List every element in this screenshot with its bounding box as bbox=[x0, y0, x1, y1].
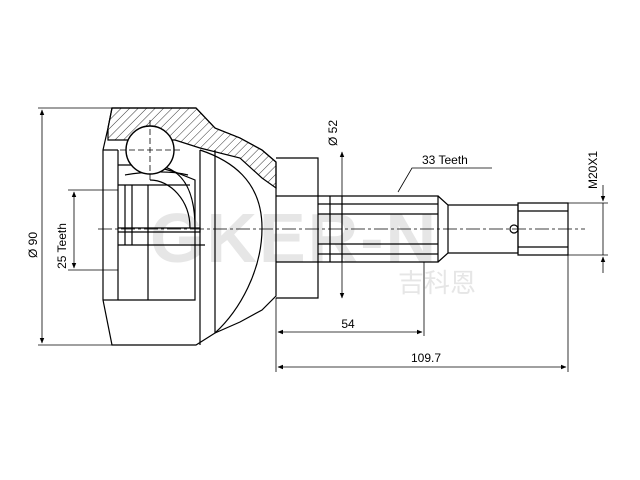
watermark-brand: GKER-N bbox=[150, 199, 438, 277]
label-length-54: 54 bbox=[341, 317, 355, 331]
label-inner-teeth: 25 Teeth bbox=[55, 223, 69, 269]
bearing-ball bbox=[120, 120, 180, 180]
housing-outline bbox=[102, 107, 277, 346]
label-length-109: 109.7 bbox=[411, 351, 441, 365]
label-outer-teeth: 33 Teeth bbox=[422, 153, 468, 167]
label-shaft-diameter: Ø 52 bbox=[326, 120, 340, 146]
dimension-labels: Ø 90 25 Teeth Ø 52 33 Teeth M20X1 54 109… bbox=[26, 120, 600, 365]
watermark: GKER-N 吉科恩 bbox=[150, 199, 476, 299]
dimension-lines bbox=[38, 107, 608, 372]
label-outer-diameter: Ø 90 bbox=[26, 232, 40, 258]
watermark-chinese: 吉科恩 bbox=[398, 269, 476, 299]
label-thread: M20X1 bbox=[586, 151, 600, 189]
